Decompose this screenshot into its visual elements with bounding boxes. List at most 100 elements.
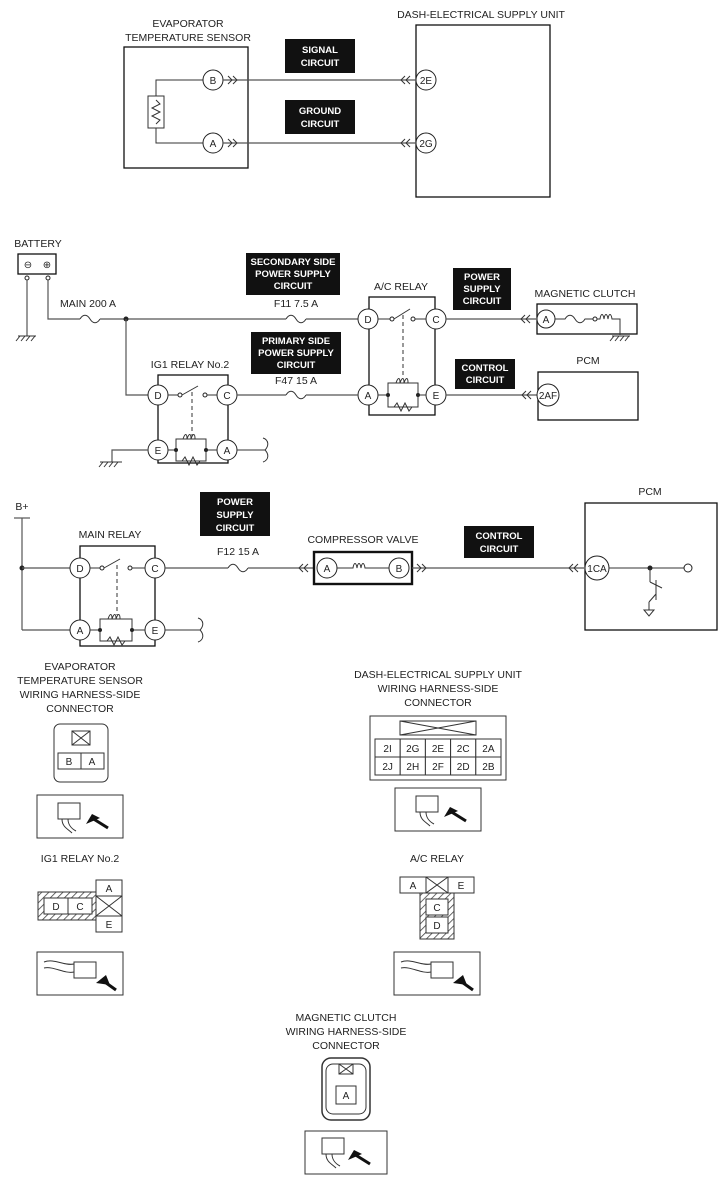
connector-chevron xyxy=(520,314,531,324)
pcm-title-2: PCM xyxy=(638,486,661,498)
svg-text:DASH-ELECTRICAL SUPPLY UNIT: DASH-ELECTRICAL SUPPLY UNIT xyxy=(354,669,522,681)
svg-text:CIRCUIT: CIRCUIT xyxy=(466,375,505,386)
svg-text:A: A xyxy=(89,757,96,768)
f47-fuse-label: F47 15 A xyxy=(275,375,317,387)
svg-text:POWER SUPPLY: POWER SUPPLY xyxy=(255,269,331,280)
bplus-label: B+ xyxy=(15,501,28,513)
battery-label: BATTERY xyxy=(14,238,61,250)
harness-view-icon xyxy=(36,794,124,839)
fuse-icon xyxy=(285,314,307,324)
dash-connector-cell-label: 2E xyxy=(432,744,445,755)
dash-connector-cell-label: 2C xyxy=(457,744,470,755)
svg-text:E: E xyxy=(458,881,465,892)
svg-text:1CA: 1CA xyxy=(587,564,607,575)
svg-text:D: D xyxy=(76,564,83,575)
dash-connector-cell-label: 2J xyxy=(382,762,393,773)
evap-sensor-title-2: TEMPERATURE SENSOR xyxy=(125,32,251,44)
harness-view-icon xyxy=(304,1130,388,1175)
ground-icon xyxy=(609,335,630,342)
clutch-coil-icon xyxy=(597,314,621,335)
relay-coil-icon xyxy=(107,614,121,620)
svg-text:2G: 2G xyxy=(419,139,433,150)
svg-text:CIRCUIT: CIRCUIT xyxy=(463,296,502,307)
ac-connector-face: A E C D xyxy=(399,876,475,940)
evap-sensor-title-1: EVAPORATOR xyxy=(152,18,224,30)
connector-views: EVAPORATOR TEMPERATURE SENSOR WIRING HAR… xyxy=(17,661,523,1175)
main-fuse-label: MAIN 200 A xyxy=(60,298,116,310)
svg-text:POWER: POWER xyxy=(464,272,500,283)
f11-fuse-label: F11 7.5 A xyxy=(274,298,318,310)
svg-text:A: A xyxy=(210,139,217,150)
svg-text:E: E xyxy=(433,391,440,402)
dash-connector-cell-label: 2F xyxy=(432,762,444,773)
dash-connector-cell-label: 2A xyxy=(482,744,495,755)
connector-chevron xyxy=(227,75,238,85)
svg-text:⊖: ⊖ xyxy=(24,260,32,271)
svg-text:D: D xyxy=(154,391,161,402)
svg-text:A: A xyxy=(343,1091,350,1102)
power-supply-badge-2: POWER SUPPLY CIRCUIT xyxy=(200,492,270,536)
dash-connector-cell-label: 2B xyxy=(482,762,495,773)
svg-text:C: C xyxy=(433,903,440,914)
connector-chevron xyxy=(400,138,411,148)
battery-icon xyxy=(17,253,57,275)
relay-switch-icon xyxy=(393,308,411,320)
ac-relay-title: A/C RELAY xyxy=(374,281,428,293)
supply-unit-title: DASH-ELECTRICAL SUPPLY UNIT xyxy=(397,9,565,21)
connector-chevron xyxy=(298,563,309,573)
relay-coil-icon xyxy=(182,434,196,440)
svg-text:CIRCUIT: CIRCUIT xyxy=(274,281,313,292)
relay-switch-icon xyxy=(103,558,121,569)
thermistor-icon xyxy=(147,95,165,129)
svg-text:⊕: ⊕ xyxy=(43,260,51,271)
svg-text:D: D xyxy=(433,921,440,932)
svg-text:CONTROL: CONTROL xyxy=(476,531,523,542)
compressor-valve-title: COMPRESSOR VALVE xyxy=(307,534,418,546)
svg-text:WIRING HARNESS-SIDE: WIRING HARNESS-SIDE xyxy=(20,689,141,701)
svg-text:C: C xyxy=(151,564,158,575)
svg-text:E: E xyxy=(155,446,162,457)
dash-connector-cell-label: 2G xyxy=(406,744,420,755)
harness-view-icon xyxy=(393,951,481,996)
svg-text:POWER: POWER xyxy=(217,497,253,508)
relay-switch-icon xyxy=(181,385,199,396)
connector-chevron xyxy=(227,138,238,148)
svg-text:2AF: 2AF xyxy=(539,391,557,402)
f12-fuse-label: F12 15 A xyxy=(217,546,259,558)
relay-coil-icon xyxy=(395,378,409,384)
control-circuit-badge: CONTROL CIRCUIT xyxy=(455,359,515,389)
svg-text:WIRING HARNESS-SIDE: WIRING HARNESS-SIDE xyxy=(286,1026,407,1038)
clutch-connector-face: A xyxy=(321,1057,371,1121)
svg-text:CONNECTOR: CONNECTOR xyxy=(46,703,114,715)
svg-text:CONNECTOR: CONNECTOR xyxy=(404,697,472,709)
power-supply-badge: POWER SUPPLY CIRCUIT xyxy=(453,268,511,310)
connector-chevron xyxy=(400,75,411,85)
svg-text:CIRCUIT: CIRCUIT xyxy=(216,523,255,534)
svg-text:C: C xyxy=(432,315,439,326)
fuse-icon xyxy=(227,563,249,573)
svg-text:CIRCUIT: CIRCUIT xyxy=(480,544,519,555)
connector-chevron xyxy=(521,390,532,400)
fuse-icon xyxy=(79,314,101,324)
svg-text:CIRCUIT: CIRCUIT xyxy=(301,58,340,69)
svg-text:EVAPORATOR: EVAPORATOR xyxy=(44,661,116,673)
svg-text:A: A xyxy=(77,626,84,637)
ig1-connector-face: D C A E xyxy=(37,879,123,933)
ground-icon xyxy=(15,335,36,342)
svg-text:B: B xyxy=(66,757,73,768)
svg-text:A: A xyxy=(106,884,113,895)
connector-chevron xyxy=(416,563,427,573)
svg-text:E: E xyxy=(152,626,159,637)
harness-view-icon xyxy=(394,787,482,832)
svg-text:C: C xyxy=(76,902,83,913)
ac-relay-box xyxy=(368,296,436,416)
svg-text:A: A xyxy=(410,881,417,892)
svg-text:CONNECTOR: CONNECTOR xyxy=(312,1040,380,1052)
svg-text:A/C RELAY: A/C RELAY xyxy=(410,853,464,865)
ground-icon xyxy=(98,461,122,468)
solenoid-coil-icon xyxy=(337,563,389,569)
compressor-section: B+ MAIN RELAY D C A E POWER SUPPLY CIR xyxy=(14,486,718,647)
svg-text:MAGNETIC CLUTCH: MAGNETIC CLUTCH xyxy=(296,1012,397,1024)
